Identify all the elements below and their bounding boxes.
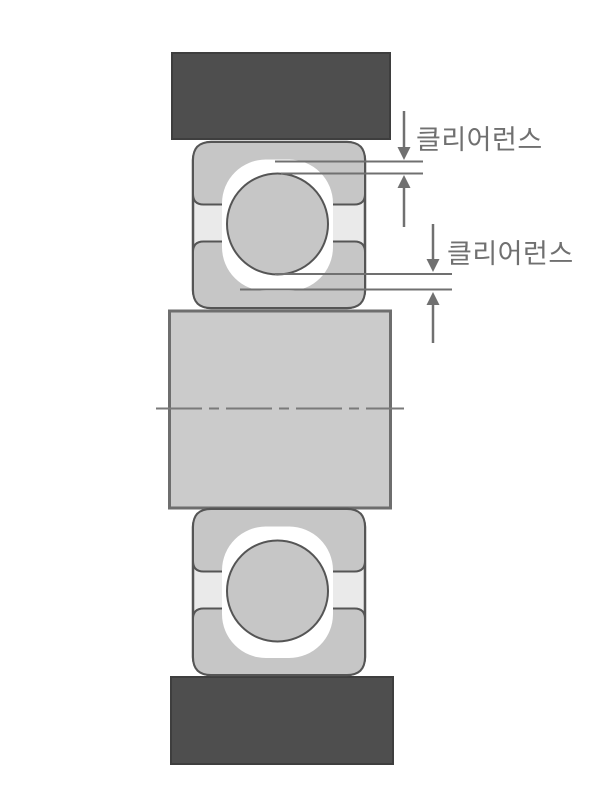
bearing-ball [226, 172, 329, 276]
bottom-bearing [191, 507, 367, 677]
housing-bottom-block [170, 676, 394, 765]
top-bearing [191, 140, 367, 310]
arrow-up-head-icon [397, 175, 411, 188]
arrow-up-head-icon [426, 292, 440, 305]
arrow-down-head-icon [397, 147, 411, 160]
clearance-label-lower: 클리어런스 [447, 239, 574, 270]
clearance-label-upper: 클리어런스 [416, 125, 543, 156]
lower-clearance-dimension: 클리어런스 [240, 224, 574, 343]
arrow-down-head-icon [426, 259, 440, 272]
housing-top-block [171, 52, 391, 140]
bearing-ball [226, 539, 329, 643]
upper-clearance-dimension: 클리어런스 [275, 111, 543, 227]
